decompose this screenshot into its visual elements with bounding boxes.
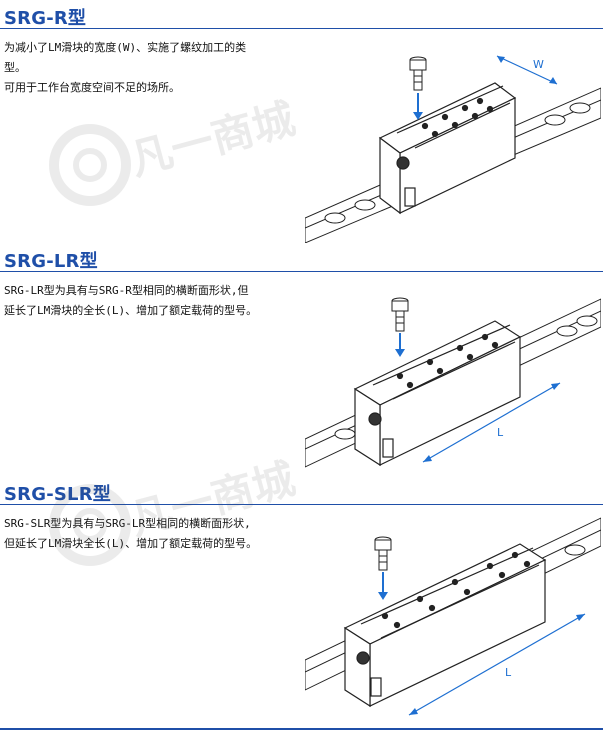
lm-block (343, 543, 547, 708)
dimension-label: W (533, 58, 544, 71)
title-rule (0, 271, 603, 272)
description-line: 型。 (4, 61, 26, 74)
length-dimension-line (422, 382, 561, 463)
bolt (409, 56, 427, 91)
width-dimension-line (496, 55, 558, 85)
dimension-label: L (505, 666, 512, 679)
section-description: SRG-SLR型为具有与SRG-LR型相同的横断面形状, 但延长了LM滑块全长(… (4, 514, 300, 554)
linear-guide-illustration: L (305, 279, 601, 476)
description-line: 为减小了LM滑块的宽度(W)、实施了螺纹加工的类 (4, 41, 247, 54)
title-rule (0, 28, 603, 29)
linear-guide-illustration: L (305, 510, 601, 730)
linear-guide-drawing: W (305, 55, 601, 243)
section-srg-slr: SRG-SLR型 SRG-SLR型为具有与SRG-LR型相同的横断面形状, 但延… (0, 476, 603, 731)
section-title: SRG-LR型 (4, 251, 98, 272)
title-rule (0, 504, 603, 505)
section-description: SRG-LR型为具有与SRG-R型相同的横断面形状,但 延长了LM滑块的全长(L… (4, 281, 300, 321)
bolt (374, 536, 392, 571)
section-srg-r: SRG-R型 为减小了LM滑块的宽度(W)、实施了螺纹加工的类 型。 可用于工作… (0, 0, 603, 243)
linear-guide-drawing: L (305, 297, 601, 468)
section-description: 为减小了LM滑块的宽度(W)、实施了螺纹加工的类 型。 可用于工作台宽度空间不足… (4, 38, 300, 98)
lm-block (353, 320, 522, 467)
section-title: SRG-SLR型 (4, 484, 111, 505)
section-title: SRG-R型 (4, 8, 87, 29)
dimension-label: L (497, 426, 504, 439)
linear-guide-illustration: W (305, 38, 601, 243)
length-dimension-line (408, 613, 586, 716)
bolt (391, 297, 409, 332)
description-line: 延长了LM滑块的全长(L)、增加了额定载荷的型号。 (4, 304, 258, 317)
bottom-rule (0, 728, 603, 730)
description-line: 可用于工作台宽度空间不足的场所。 (4, 81, 180, 94)
lm-block (378, 82, 517, 215)
description-line: SRG-SLR型为具有与SRG-LR型相同的横断面形状, (4, 517, 251, 530)
section-srg-lr: SRG-LR型 SRG-LR型为具有与SRG-R型相同的横断面形状,但 延长了L… (0, 243, 603, 476)
description-line: 但延长了LM滑块全长(L)、增加了额定载荷的型号。 (4, 537, 258, 550)
description-line: SRG-LR型为具有与SRG-R型相同的横断面形状,但 (4, 284, 249, 297)
linear-guide-drawing: L (305, 517, 601, 716)
